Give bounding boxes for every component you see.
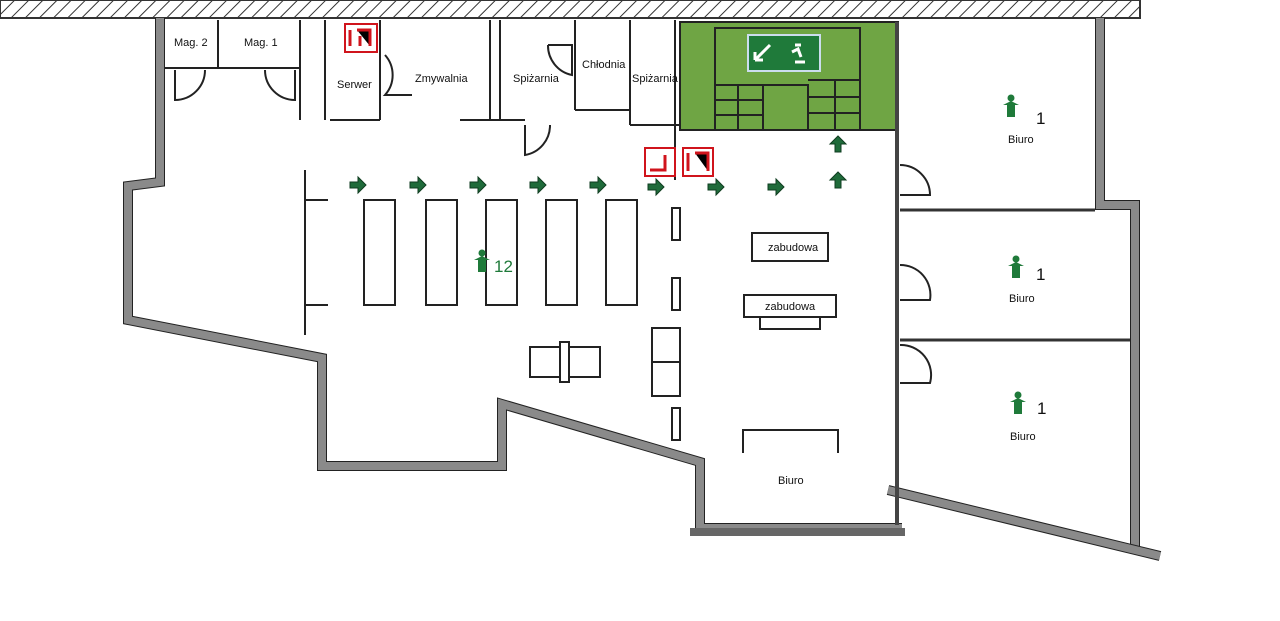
evacuation-arrow-icon [767, 178, 785, 196]
fixture-label: zabudowa [765, 301, 816, 313]
exterior-hatched-wall [0, 0, 1141, 19]
room-label-office: Biuro [1010, 431, 1036, 443]
tables [363, 199, 839, 453]
occupancy-count: 1 [1036, 109, 1045, 128]
evacuation-arrow-icon [469, 176, 487, 194]
room-label-mag1: Mag. 1 [244, 37, 278, 49]
room-label-mag2: Mag. 2 [174, 37, 208, 49]
room-label-pantry-2: Spiżarnia [632, 73, 679, 85]
room-label-office: Biuro [1009, 293, 1035, 305]
room-label-server: Serwer [337, 79, 372, 91]
evacuation-arrow-icon [349, 176, 367, 194]
room-label-office: Biuro [1008, 134, 1034, 146]
evacuation-arrow-icon [647, 178, 665, 196]
person-icon [1003, 94, 1019, 117]
room-label-scullery: Zmywalnia [415, 73, 468, 85]
occupancy-count: 12 [494, 257, 513, 276]
evacuation-arrow-icon [409, 176, 427, 194]
walls [123, 18, 1162, 561]
fire-extinguisher-sign [344, 23, 714, 177]
room-label-pantry: Spiżarnia [513, 73, 560, 85]
evacuation-arrow-icon [829, 171, 847, 189]
room-label-office: Biuro [778, 475, 804, 487]
emergency-exit-sign [747, 34, 821, 72]
evacuation-arrow-icon [707, 178, 725, 196]
evacuation-arrow-icon [589, 176, 607, 194]
fixture-label: zabudowa [768, 242, 819, 254]
occupancy-count: 1 [1036, 265, 1045, 284]
room-label-cold-room: Chłodnia [582, 59, 626, 71]
person-icon [1010, 391, 1026, 414]
evacuation-arrow-icon [529, 176, 547, 194]
evacuation-arrow-icon [829, 135, 847, 153]
occupancy-count: 1 [1037, 399, 1046, 418]
evacuation-arrows [349, 135, 847, 196]
person-icon [1008, 255, 1024, 278]
